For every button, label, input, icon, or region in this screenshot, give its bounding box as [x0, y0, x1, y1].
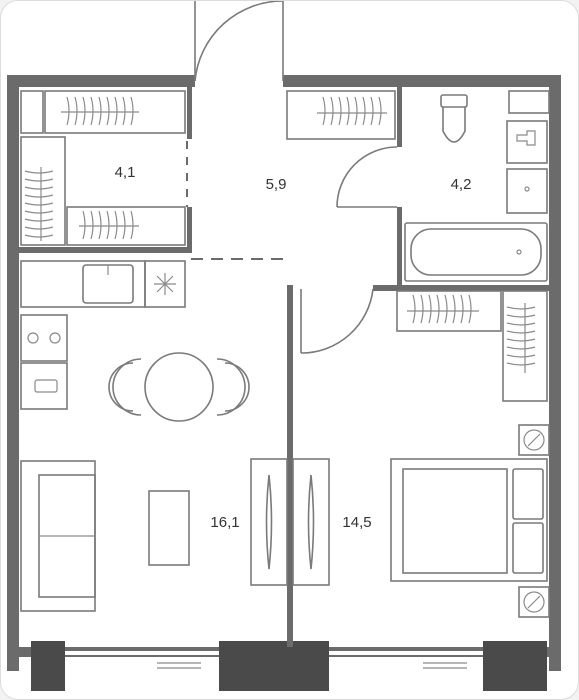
- bedroom-closet-side: [502, 290, 548, 402]
- bathroom-room: [404, 90, 550, 282]
- area-label-bedroom: 14,5: [342, 514, 371, 531]
- wall-wardrobe-bottom: [19, 247, 187, 253]
- wardrobe-rail-bottom: [66, 206, 186, 246]
- column-bottom-left: [31, 641, 65, 691]
- tv-living: [265, 474, 273, 570]
- nightstand-bottom: [518, 586, 550, 618]
- exterior-walls: [7, 75, 561, 691]
- wall-wardrobe-right-bottom: [187, 207, 192, 253]
- interior-walls: [19, 87, 549, 647]
- oven: [20, 362, 68, 410]
- toilet-tank: [440, 94, 468, 108]
- hangers-left: [24, 167, 54, 241]
- faucet-icon: [516, 130, 536, 146]
- area-label-kitchen-living: 16,1: [210, 514, 239, 531]
- area-label-wardrobe: 4,1: [115, 164, 136, 181]
- area-label-bathroom: 4,2: [451, 176, 472, 193]
- doors: [194, 1, 398, 354]
- bathtub-inner: [410, 228, 542, 276]
- lamp-bottom-icon: [523, 591, 545, 613]
- bed: [390, 458, 548, 582]
- hangers-top: [61, 96, 139, 126]
- column-bottom-center: [219, 641, 329, 691]
- dining-table: [144, 352, 214, 422]
- snowflake-icon: [154, 273, 176, 295]
- bathtub: [404, 222, 548, 282]
- column-bottom-right: [483, 641, 547, 691]
- hangers-bottom: [79, 210, 139, 240]
- chair-left: [112, 358, 142, 416]
- wall-top-right: [283, 75, 557, 87]
- tv-unit-bedroom: [292, 458, 330, 586]
- area-label-hall: 5,9: [266, 176, 287, 193]
- fridge: [144, 260, 186, 308]
- nightstand-top: [518, 424, 550, 456]
- tv-bedroom: [307, 474, 315, 570]
- tv-unit-living: [250, 458, 288, 586]
- hangers-bedroom-top: [407, 294, 479, 324]
- toilet-bowl: [442, 107, 466, 143]
- chair-right: [216, 358, 246, 416]
- wall-bath-left-top: [397, 87, 402, 147]
- window-living: [65, 651, 219, 655]
- bedroom-door-arc: [300, 288, 374, 354]
- bath-shelf: [508, 90, 550, 114]
- coffee-table: [148, 490, 190, 566]
- wardrobe-room: [20, 90, 186, 246]
- wall-bath-bottom: [373, 285, 549, 291]
- washing-machine: [506, 120, 548, 164]
- hall-room: [286, 90, 396, 140]
- wardrobe-shelf: [20, 90, 44, 134]
- lamp-top-icon: [523, 429, 545, 451]
- hall-closet: [286, 90, 396, 140]
- sink-bathroom: [506, 168, 548, 214]
- hangers-hall: [317, 96, 387, 126]
- window-bedroom: [329, 651, 483, 655]
- bedroom-room: [292, 290, 550, 618]
- wall-top-left: [7, 75, 195, 87]
- bedroom-closet-top: [396, 290, 502, 332]
- wall-right: [549, 75, 561, 671]
- wall-living-bedroom: [287, 285, 293, 647]
- wardrobe-rail-top: [44, 90, 186, 134]
- wall-left: [7, 75, 19, 671]
- pillow-top: [512, 468, 544, 520]
- pillow-bottom: [512, 522, 544, 574]
- wall-wardrobe-right-top: [187, 87, 192, 139]
- entrance-door-arc: [194, 1, 283, 82]
- wardrobe-rail-left: [20, 136, 66, 246]
- bathroom-door-arc: [336, 146, 398, 208]
- stove: [20, 314, 68, 362]
- wall-bath-left-bottom: [397, 207, 402, 291]
- hangers-bedroom-side: [506, 303, 536, 373]
- kitchen-living-room: [20, 260, 288, 612]
